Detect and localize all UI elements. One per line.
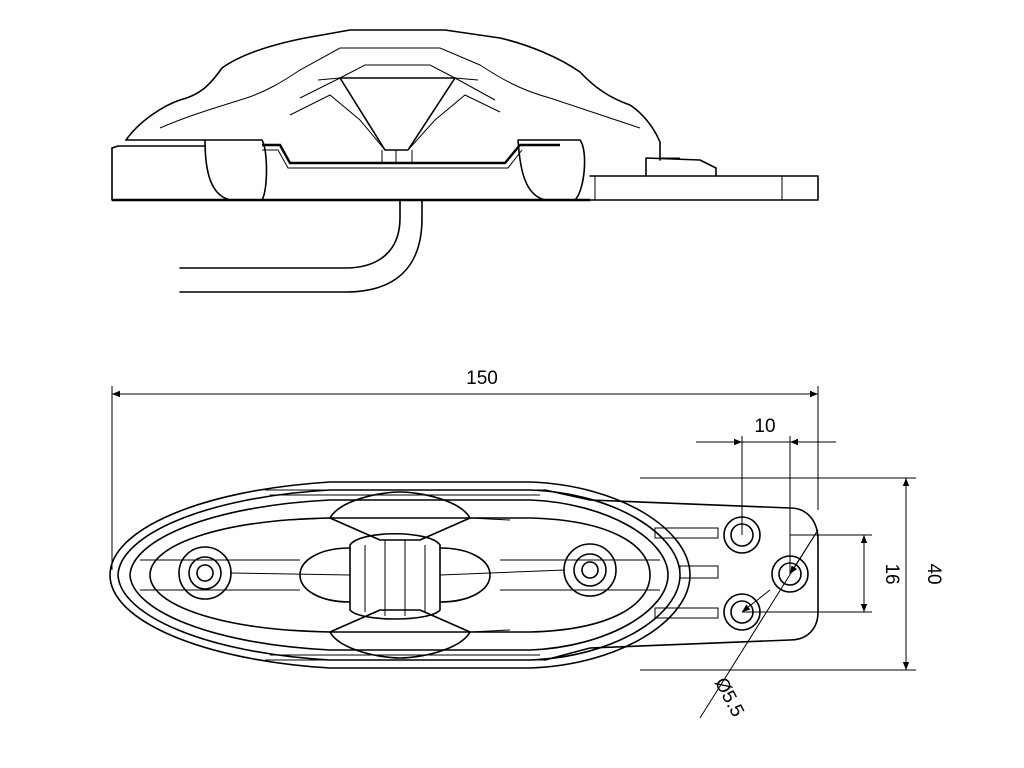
- side-view: [111, 29, 819, 293]
- top-view: [109, 481, 819, 669]
- label-hole-offset: 10: [754, 416, 775, 437]
- label-hole-spacing: 16: [881, 563, 902, 584]
- label-overall-length: 150: [466, 368, 498, 389]
- label-hole-diameter: Ø5.5: [710, 674, 748, 720]
- dimension-lines: [111, 386, 916, 719]
- label-overall-height: 40: [923, 563, 944, 584]
